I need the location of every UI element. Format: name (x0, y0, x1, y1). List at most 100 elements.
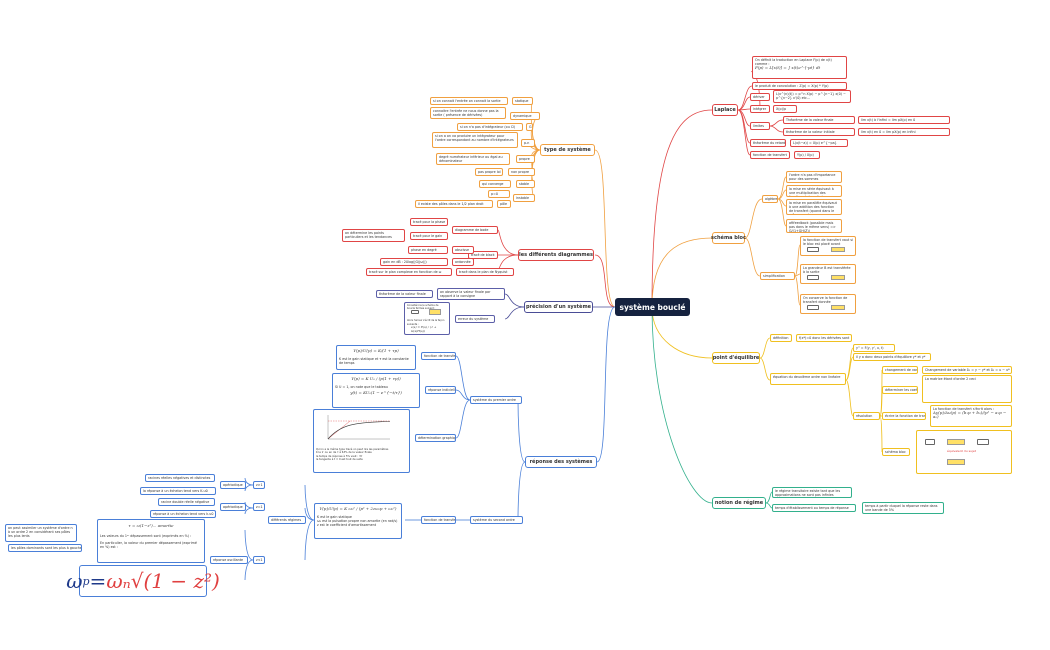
equilibre-eq-note: il y a donc deux points d'équilibre y* e… (853, 353, 931, 361)
laplace-integrer-formula: X(p)/p (773, 105, 797, 113)
equilibre-determiner-card: La matrice étant d'ordre 2 ceci (922, 375, 1012, 403)
nyquist-label: tracé dans le plan de Nyquist (456, 268, 514, 276)
regime-topic[interactable]: notion de régime (712, 497, 766, 509)
z-gt-label: z>1 (253, 481, 265, 489)
regime-item-2: temps d'établissement ou temps de répons… (772, 504, 856, 512)
equilibre-changement: changement de variable (882, 366, 918, 374)
ft-label: fonction de transfert (421, 352, 456, 360)
mini-block (925, 439, 935, 445)
oscillante-label: réponse oscillante (210, 556, 248, 564)
black-phase: phase en degré (408, 246, 448, 254)
ft2-note-2: ω₀ est la pulsation propre non amortie (… (317, 519, 398, 523)
oscillante-side-2: les pôles dominants sont les plus à gauc… (8, 544, 82, 552)
ft-formula: Y(p)/U(p) = K/(1 + τp) (353, 348, 399, 353)
mini-block (977, 439, 989, 445)
type-row-label-5: non propre (508, 168, 535, 176)
equilibre-ecrire-text: La fonction de transfert s'écrit alors : (933, 407, 995, 411)
first-order-plot (327, 415, 391, 440)
type-row-label-0: statique (512, 97, 533, 105)
indicielle-note: Si U = 1, on note que le tableau (335, 385, 388, 389)
laplace-thm-finale: Théorème de la valeur finale (783, 116, 855, 124)
algebre-item-3: la mise en parallèle équivaut à une addi… (786, 199, 842, 215)
reponse-topic[interactable]: réponse des systèmes (525, 456, 597, 468)
oscillante-formula: τ = ω(1−z²)... amortie (128, 523, 174, 528)
type-row-label-7: instable (513, 194, 535, 202)
indicielle-formula-2: y(t) = KU₀(1 − e^{−t/τ}) (350, 390, 402, 395)
ft2-formula: Y(p)/U(p) = K ω₀² / (p² + 2zω₀p + ω₀²) (319, 506, 397, 511)
ft2-note-1: K est le gain statique (317, 515, 352, 519)
mini-block-highlight (831, 247, 845, 252)
type-row-label-3: p-n (521, 139, 535, 147)
second-ordre: système du second ordre (470, 516, 523, 524)
indicielle-label: réponse indicielle (425, 386, 456, 394)
diagrammes-topic[interactable]: les différents diagrammes (518, 249, 594, 261)
equilibre-resolution: résolution (853, 412, 880, 420)
big-formula-sub: p (82, 574, 90, 588)
central-topic[interactable]: système bouclé (615, 298, 690, 316)
laplace-deriver: dériver (750, 93, 770, 101)
simplification-card-1: la fonction de transfert vaut si le bloc… (800, 236, 856, 256)
oscillante-note-2: En particulier, la valeur du premier dép… (100, 541, 197, 549)
mini-block-highlight (831, 275, 845, 280)
laplace-thm-initiale: théorème de la valeur initiale (783, 128, 855, 136)
type-pole-label: pôle (497, 200, 511, 208)
laplace-thm-finale-formula: lim x(t) à l'infini = lim pX(p) en 0 (858, 116, 950, 124)
nyquist-text: tracé sur le plan complexe en fonction d… (366, 268, 452, 276)
graphique-label: détermination graphique (415, 434, 456, 442)
type-row-def-6: qui converge (479, 180, 511, 188)
oscillante-card: τ = ω(1−z²)... amortie Les valeurs du 1ᵉ… (97, 519, 205, 563)
equilibre-determiner: déterminer les coefs (882, 386, 918, 394)
graphique-notes: Qu'on a le même type tracé on peut lire … (316, 448, 388, 462)
bode-note: on détermine les points particuliers et … (342, 229, 405, 242)
mini-block (411, 310, 419, 314)
z-gt-item-1: racines réelles négatives et distinctes (145, 474, 215, 482)
big-formula-equals: = (89, 569, 107, 593)
ft2-label: fonction de transfert (421, 516, 456, 524)
type-pole-value: p=0 (488, 190, 510, 198)
ft2-note-3: z est le coefficient d'amortissement (317, 523, 376, 527)
equilibre-ecrire-formula: Δy(p)/Δu(p) = (b₁p + b₀)/(p² − a₁p − a₀) (933, 410, 1007, 419)
bode-label: diagramme de bode (452, 226, 498, 234)
precision-card-title: Considérons le schéma de boucle fermée s… (407, 304, 439, 310)
laplace-topic[interactable]: Laplace (712, 104, 738, 116)
simplification-card-2: La grandeur B est transférée à la sortie (800, 264, 856, 284)
schema-bloc-algebre: algèbre (762, 195, 778, 203)
bode-item-gain: tracé pour le gain (410, 232, 448, 240)
precision-topic[interactable]: précision d'un système (524, 301, 593, 313)
mini-block (807, 275, 819, 280)
type-row-def-0: si on connait l'entrée on connait la sor… (430, 97, 508, 105)
type-row-def-5: pas propre lol (475, 168, 503, 176)
mini-block-highlight (947, 439, 965, 445)
equilibre-eq-label: équation du deuxième ordre non linéaire (770, 373, 846, 385)
equilibre-schema-note: équivalent du sujet (947, 449, 976, 453)
indicielle-formula: Y(p) = K U₀ / (p(1 + τp)) (351, 376, 401, 381)
equilibre-changement-text: Changement de variable δ₁ = y − y* et δ₂… (922, 366, 1012, 374)
type-row-label-4: propre (516, 155, 535, 163)
schema-bloc-topic[interactable]: schéma bloc (711, 232, 746, 244)
type-row-label-1: dynamique (510, 112, 540, 120)
graphique-card: Qu'on a le même type tracé on peut lire … (313, 409, 410, 473)
laplace-deriver-formula: L(x^(n)(t)) = p^n X(p) − p^{n−1} x(0) − … (773, 90, 851, 103)
equilibre-ecrire-card: La fonction de transfert s'écrit alors :… (930, 405, 1012, 427)
type-row-label-6: stable (516, 180, 535, 188)
laplace-definition: On définit la traduction en Laplace F(p)… (752, 56, 847, 79)
mini-block (807, 305, 819, 310)
type-systeme-topic[interactable]: type de système (540, 144, 595, 156)
black-gain-label: ordonnée (452, 258, 474, 266)
precision-finale-text: on observe la valeur finale par rapport … (437, 288, 505, 300)
equilibre-definition-text: f(x*)=0 donc les dérivées sont (796, 334, 852, 342)
equilibre-determiner-text: La matrice étant d'ordre 2 ceci (925, 377, 976, 381)
ft2-card: Y(p)/U(p) = K ω₀² / (p² + 2zω₀p + ω₀²) K… (314, 503, 402, 539)
regime-item-2-def: temps à partir duquel la réponse reste d… (862, 502, 944, 514)
point-equilibre-topic[interactable]: point d'équilibre (712, 352, 760, 364)
laplace-limites: limites (750, 122, 770, 130)
z-eq-item-2: réponse à un échelon tend vers k.u0 (150, 510, 216, 518)
indicielle-card: Y(p) = K U₀ / (p(1 + τp)) Si U = 1, on n… (332, 373, 420, 408)
laplace-convolution: le produit de convolution : Z(p) = X(p) … (752, 82, 847, 90)
oscillante-side-1: on peut assimiler un système d'ordre n à… (5, 524, 77, 542)
big-formula-rhs: ωₙ√(1 − z²) (106, 569, 220, 593)
black-label: tracé de black (468, 251, 498, 259)
big-formula-omega: ω (66, 569, 83, 593)
graphique-note-2: K le 1ʳ ou en de τ à 63% de la valeur fi… (316, 451, 372, 455)
